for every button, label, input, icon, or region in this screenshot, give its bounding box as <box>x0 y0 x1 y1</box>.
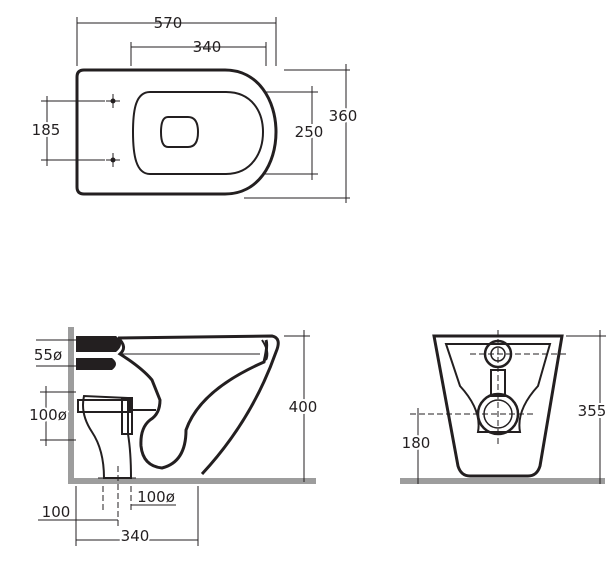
floor-side <box>68 478 316 484</box>
dim-front-height: 355 <box>578 402 607 420</box>
dim-fixing-depth: 340 <box>121 527 150 545</box>
dim-inlet-diameter: 55ø <box>34 346 62 364</box>
fixing-point-lower <box>106 153 120 167</box>
wall-side <box>68 327 74 482</box>
inlet-band-lower <box>76 358 116 370</box>
dim-fixing-spacing: 340 <box>193 38 222 56</box>
toilet-top-outline <box>75 68 278 196</box>
top-view: 570 340 185 250 360 <box>30 14 359 203</box>
dim-fixing-height: 185 <box>32 121 61 139</box>
dim-bowl-width: 250 <box>295 123 324 141</box>
fixing-point-upper <box>106 94 120 108</box>
bowl-side-profile <box>116 334 280 476</box>
dim-outlet-diameter: 100ø <box>29 406 67 424</box>
dim-outlet-offset: 100 <box>42 503 71 521</box>
dim-floor-outlet-diameter: 100ø <box>137 488 175 506</box>
flush-hole <box>159 116 200 148</box>
dim-overall-length: 570 <box>154 14 183 32</box>
front-inner-recess <box>444 343 552 433</box>
dim-overall-width: 360 <box>329 107 358 125</box>
inlet-band-upper <box>76 336 121 352</box>
toilet-front-outline <box>432 334 564 478</box>
front-view: 355 180 <box>400 330 608 484</box>
floor-outlet-pipe <box>82 394 133 479</box>
dim-height: 400 <box>289 398 318 416</box>
side-view: 55ø 100ø 400 100ø 100 340 <box>27 327 319 547</box>
dim-outlet-height: 180 <box>402 434 431 452</box>
floor-front <box>400 478 605 484</box>
bowl-rim <box>131 91 265 175</box>
